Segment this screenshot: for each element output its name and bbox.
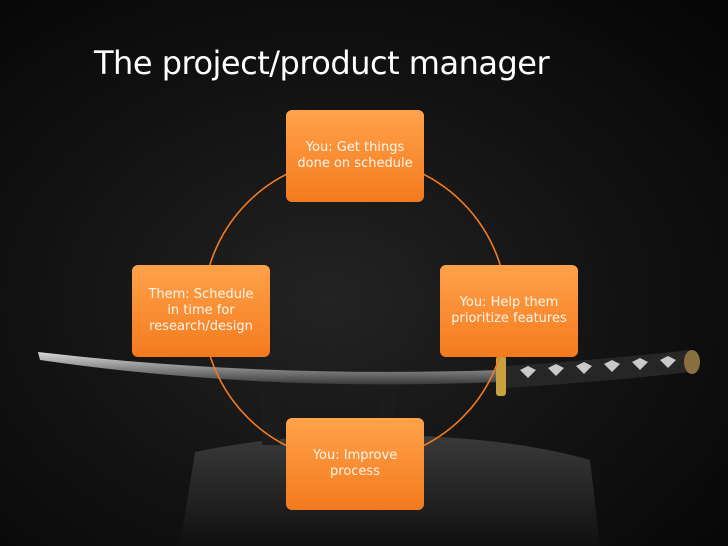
cycle-node-label: Them: Schedule in time for research/desi… xyxy=(148,287,254,334)
handle-wrap xyxy=(520,356,676,378)
cycle-node-label: You: Help them prioritize features xyxy=(451,295,567,326)
cycle-node-schedule: You: Get things done on schedule xyxy=(286,110,424,202)
sword-stand-right xyxy=(378,372,394,432)
cycle-node-process: You: Improve process xyxy=(286,418,424,510)
katana-pommel xyxy=(684,350,700,374)
sword-stand-left xyxy=(262,385,280,445)
slide-title: The project/product manager xyxy=(94,44,550,82)
katana-handle xyxy=(506,350,692,388)
katana-guard xyxy=(496,356,506,396)
cycle-node-research: Them: Schedule in time for research/desi… xyxy=(132,265,270,357)
cycle-node-prioritize: You: Help them prioritize features xyxy=(440,265,578,357)
cycle-node-label: You: Get things done on schedule xyxy=(297,140,413,171)
cycle-node-label: You: Improve process xyxy=(312,448,398,479)
katana-blade xyxy=(38,352,500,385)
